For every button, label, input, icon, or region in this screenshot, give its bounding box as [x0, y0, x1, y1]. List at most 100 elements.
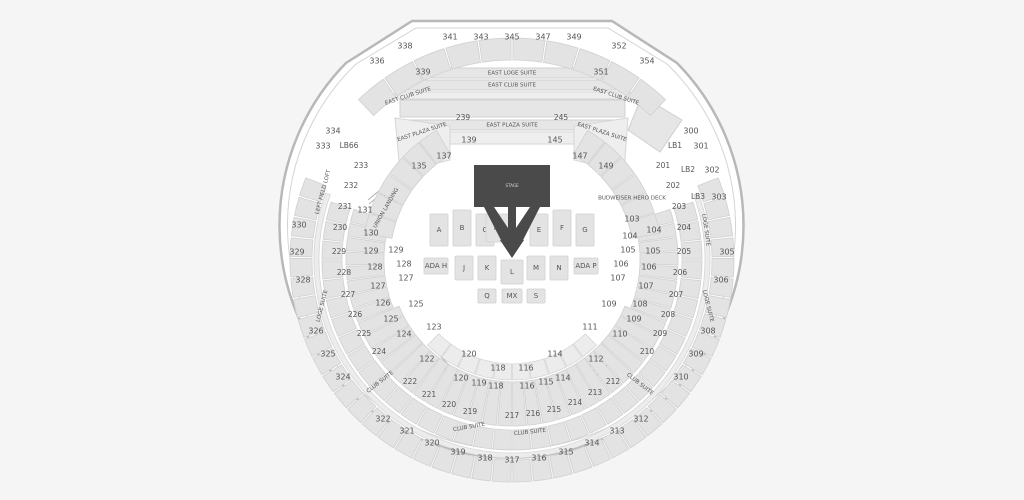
field-level-section[interactable]	[371, 325, 416, 362]
field-level-section[interactable]	[345, 264, 386, 280]
upper-deck-section[interactable]	[601, 61, 640, 97]
floor-section-q[interactable]	[477, 288, 497, 304]
upper-deck-section[interactable]	[672, 364, 702, 393]
mid-level-section[interactable]	[581, 407, 607, 434]
upper-deck-section[interactable]	[299, 177, 327, 203]
field-level-section[interactable]	[369, 192, 404, 222]
field-level-section[interactable]	[584, 350, 623, 394]
floor-section-m[interactable]	[526, 255, 546, 281]
upper-deck-section[interactable]	[567, 446, 593, 474]
mid-level-section[interactable]	[625, 373, 654, 402]
upper-deck-section[interactable]	[698, 313, 727, 338]
upper-deck-section[interactable]	[710, 257, 735, 278]
mid-level-section[interactable]	[564, 415, 590, 441]
field-level-section[interactable]	[636, 275, 678, 295]
field-level-section[interactable]	[345, 251, 385, 266]
upper-deck-section[interactable]	[322, 364, 352, 393]
field-level-section[interactable]	[620, 192, 655, 222]
mid-level-section[interactable]	[611, 386, 640, 414]
upper-deck-section[interactable]	[708, 276, 734, 299]
mid-level-section[interactable]	[673, 295, 699, 319]
field-level-section[interactable]	[608, 325, 653, 362]
mid-level-section[interactable]	[434, 415, 460, 441]
field-level-section[interactable]	[565, 363, 599, 410]
upper-deck-section[interactable]	[412, 438, 439, 467]
upper-deck-section[interactable]	[660, 379, 691, 409]
field-edge-section[interactable]	[474, 358, 496, 379]
upper-deck-section[interactable]	[531, 456, 553, 482]
floor-section-g[interactable]	[575, 213, 595, 247]
mid-level-section[interactable]	[384, 386, 413, 414]
upper-deck-section[interactable]	[572, 48, 611, 82]
field-level-section[interactable]	[587, 142, 622, 177]
stage[interactable]	[474, 165, 550, 207]
upper-deck-section[interactable]	[543, 40, 579, 70]
mid-level-section[interactable]	[512, 428, 532, 451]
mid-level-section[interactable]	[338, 329, 365, 355]
upper-deck-section[interactable]	[491, 458, 512, 483]
upper-deck-section[interactable]	[357, 78, 397, 117]
upper-deck-section[interactable]	[618, 418, 647, 449]
mid-level-section[interactable]	[667, 312, 693, 338]
field-level-section[interactable]	[601, 334, 644, 374]
upper-deck-section[interactable]	[697, 177, 725, 203]
field-level-section[interactable]	[467, 377, 490, 424]
upper-deck-section[interactable]	[290, 216, 317, 239]
field-level-section[interactable]	[482, 379, 501, 426]
upper-deck-section[interactable]	[312, 347, 342, 376]
upper-deck-section[interactable]	[290, 276, 316, 299]
floor-section-e[interactable]	[529, 213, 549, 247]
field-level-section[interactable]	[497, 381, 512, 427]
mid-level-section[interactable]	[530, 425, 552, 450]
mid-level-section[interactable]	[680, 260, 703, 280]
upper-deck-section[interactable]	[304, 330, 333, 357]
mid-level-section[interactable]	[677, 220, 702, 242]
field-edge-section[interactable]	[544, 352, 567, 375]
field-level-section[interactable]	[523, 379, 542, 426]
field-level-section[interactable]	[600, 156, 636, 191]
field-level-section[interactable]	[452, 373, 479, 421]
field-edge-section[interactable]	[441, 343, 465, 368]
floor-section-n[interactable]	[549, 255, 569, 281]
floor-section-mx[interactable]	[501, 288, 523, 304]
upper-deck-section[interactable]	[333, 379, 364, 409]
upper-deck-section[interactable]	[691, 330, 720, 357]
field-level-section[interactable]	[534, 377, 557, 424]
field-level-section[interactable]	[438, 369, 469, 416]
field-level-section[interactable]	[512, 381, 527, 427]
stage-runway[interactable]	[484, 207, 540, 258]
field-level-section[interactable]	[352, 297, 394, 323]
field-level-section[interactable]	[638, 237, 679, 254]
mid-level-section[interactable]	[453, 421, 477, 447]
mid-level-section[interactable]	[597, 397, 624, 425]
field-level-section[interactable]	[614, 315, 660, 350]
mid-level-section[interactable]	[417, 407, 443, 434]
field-level-section[interactable]	[346, 275, 388, 295]
mid-level-section[interactable]	[680, 240, 703, 260]
field-edge-section[interactable]	[457, 352, 480, 375]
floor-section-ada-p[interactable]	[573, 257, 599, 275]
floor-section-s[interactable]	[526, 288, 546, 304]
upper-deck-section[interactable]	[445, 40, 481, 70]
upper-deck-section[interactable]	[707, 216, 734, 239]
field-level-section[interactable]	[418, 129, 452, 165]
field-level-section[interactable]	[575, 357, 611, 402]
mid-level-section[interactable]	[322, 220, 347, 242]
upper-deck-section[interactable]	[602, 429, 630, 459]
field-level-section[interactable]	[545, 373, 572, 421]
field-level-section[interactable]	[401, 350, 440, 394]
upper-deck-section[interactable]	[549, 451, 573, 479]
upper-deck-section[interactable]	[710, 237, 735, 258]
mid-level-section[interactable]	[358, 359, 386, 388]
upper-deck-section[interactable]	[682, 347, 712, 376]
field-edge-section[interactable]	[559, 343, 583, 368]
upper-deck-section[interactable]	[377, 418, 406, 449]
upper-deck-section[interactable]	[431, 446, 457, 474]
upper-deck-section[interactable]	[413, 48, 452, 82]
field-level-section[interactable]	[620, 305, 667, 336]
mid-level-section[interactable]	[325, 201, 351, 225]
field-edge-section[interactable]	[572, 333, 598, 358]
field-level-section[interactable]	[349, 286, 390, 309]
mid-level-section[interactable]	[400, 397, 427, 425]
mid-level-section[interactable]	[321, 260, 344, 280]
